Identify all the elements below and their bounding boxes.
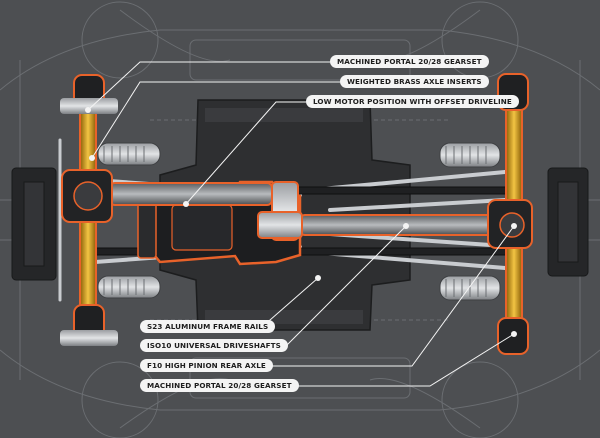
callout-machined-portal-front: MACHINED PORTAL 20/28 GEARSET [330,55,489,68]
front-bumper [11,167,57,281]
callout-rear-axle: F10 HIGH PINION REAR AXLE [140,359,273,372]
front-driveshaft [109,182,273,206]
callout-frame-rails: S23 ALUMINUM FRAME RAILS [140,320,276,333]
anchor-dots [85,107,517,337]
callout-machined-portal-rear: MACHINED PORTAL 20/28 GEARSET [140,379,299,392]
rear-shocks [439,142,501,301]
callout-driveshafts: ISO10 UNIVERSAL DRIVESHAFTS [140,339,288,352]
rear-bumper [547,167,589,277]
callout-low-motor-position: LOW MOTOR POSITION WITH OFFSET DRIVELINE [306,95,519,108]
callout-weighted-brass-inserts: WEIGHTED BRASS AXLE INSERTS [340,75,489,88]
front-axle [60,74,118,346]
leader-lines [87,61,515,387]
rear-driveshaft [257,211,501,239]
front-shocks [97,142,161,299]
rear-axle [487,73,533,355]
